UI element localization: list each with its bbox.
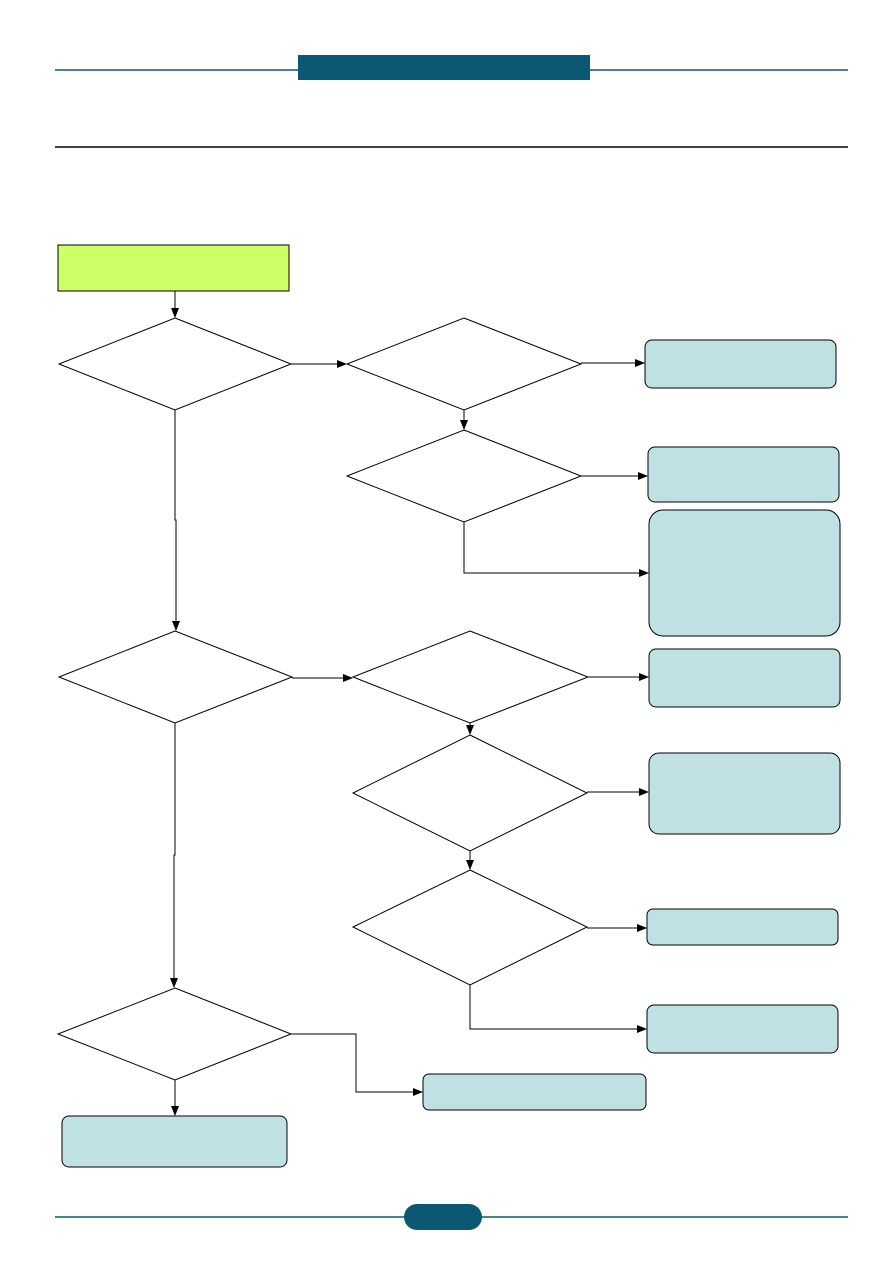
decision-1 (57, 317, 293, 411)
decision-2 (345, 317, 583, 411)
action-9 (61, 1115, 288, 1168)
start-box (57, 244, 290, 292)
action-6 (646, 908, 839, 946)
connector-d7-to-a7 (469, 985, 647, 1033)
decision-6 (351, 734, 589, 852)
action-3 (648, 509, 841, 637)
decision-5 (351, 630, 590, 724)
header-banner (298, 55, 590, 80)
connector-d3-to-a3 (463, 522, 649, 577)
connector-d4-to-d8 (170, 723, 178, 988)
action-nodes (61, 339, 841, 1168)
decision-nodes (56, 317, 590, 1081)
decision-3 (345, 429, 583, 523)
action-4 (648, 648, 841, 708)
page-footer (55, 1204, 848, 1230)
action-5 (648, 752, 841, 835)
connector-d8-to-a8 (291, 1033, 423, 1096)
connector-d1-to-d4 (172, 410, 180, 631)
decision-7 (351, 869, 589, 986)
start-node (57, 244, 290, 292)
page-header (55, 55, 848, 148)
connectors (170, 291, 649, 1116)
decision-8 (56, 987, 293, 1081)
decision-4 (57, 630, 294, 724)
action-1 (644, 339, 837, 389)
action-7 (646, 1004, 839, 1054)
action-8 (422, 1073, 647, 1111)
action-2 (647, 446, 840, 503)
page-number-pill (404, 1204, 482, 1230)
